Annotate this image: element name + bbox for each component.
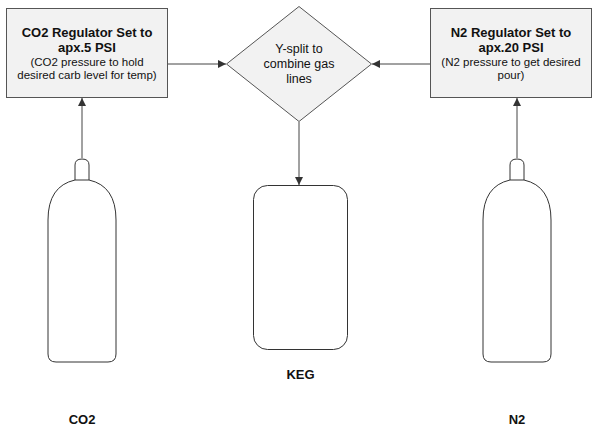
node-heading: CO2 Regulator Set to apx.5 PSI: [13, 25, 161, 55]
regulator-box: CO2 Regulator Set to apx.5 PSI(CO2 press…: [6, 8, 168, 98]
diamond-shape: [227, 7, 372, 122]
regulator-box: N2 Regulator Set to apx.20 PSI(N2 pressu…: [430, 8, 592, 98]
keg-shape: [254, 186, 348, 350]
keg-outline: [253, 185, 348, 350]
arrow-connector: [299, 122, 300, 185]
node-label: KEG: [223, 367, 378, 383]
cylinder-outline: [482, 158, 552, 363]
node-heading: Y-split to combine gas lines: [257, 42, 341, 87]
node-label: CO2: [17, 412, 147, 428]
cylinder-shape: [48, 159, 116, 362]
node-body: (CO2 pressure to hold desired carb level…: [13, 56, 161, 82]
cylinder-shape: [483, 159, 551, 362]
arrow-connector: [517, 98, 518, 158]
node-heading: N2 Regulator Set to apx.20 PSI: [437, 25, 585, 55]
node-body: (N2 pressure to get desired pour): [437, 56, 585, 82]
arrow-connector: [372, 64, 430, 65]
cylinder-valve-line: [75, 180, 89, 181]
keg-shape: KEG: [253, 185, 348, 350]
cylinder-valve-line: [510, 180, 524, 181]
arrow-connector: [168, 64, 226, 65]
gas-cylinder: CO2: [47, 158, 117, 363]
cylinder-outline: [47, 158, 117, 363]
gas-cylinder: N2: [482, 158, 552, 363]
decision-diamond: Y-split to combine gas lines: [226, 6, 372, 122]
arrow-connector: [82, 98, 83, 158]
node-label: N2: [452, 412, 582, 428]
